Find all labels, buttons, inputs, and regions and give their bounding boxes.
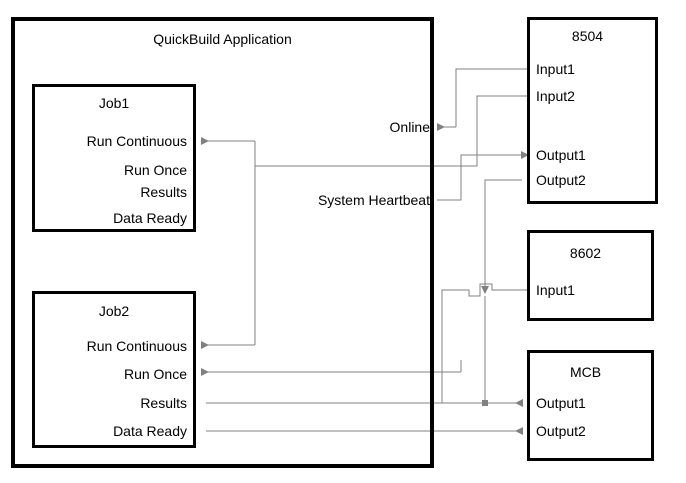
job1-port-results[interactable]: Results: [140, 184, 187, 200]
device-mcb-port-output2[interactable]: Output2: [536, 423, 586, 439]
job1-port-run-once[interactable]: Run Once: [123, 162, 187, 178]
device-8602-port-input1[interactable]: Input1: [536, 282, 575, 298]
wire-8504-output2-feed: [481, 179, 522, 294]
device-8504-title: 8504: [571, 28, 604, 44]
device-8504-port-output2[interactable]: Output2: [536, 172, 586, 188]
device-mcb-box: [527, 350, 654, 461]
job2-title: Job2: [98, 303, 130, 319]
signal-label-online[interactable]: Online: [389, 119, 430, 135]
job2-box: [32, 291, 196, 448]
job2-port-data-ready[interactable]: Data Ready: [113, 423, 187, 439]
page-title: QuickBuild Application: [153, 31, 292, 47]
job2-port-results[interactable]: Results: [140, 395, 187, 411]
device-mcb-title: MCB: [569, 364, 602, 380]
job2-port-run-once[interactable]: Run Once: [123, 366, 187, 382]
signal-label-system-heartbeat[interactable]: System Heartbeat: [317, 192, 430, 208]
wire-junction-dot: [482, 400, 488, 406]
device-mcb-port-output1[interactable]: Output1: [536, 395, 586, 411]
job1-title: Job1: [98, 95, 130, 111]
wire-8602-input1: [206, 283, 527, 404]
wire-system-heartbeat-to-8504-output1: [437, 151, 529, 201]
device-8504-port-input2[interactable]: Input2: [536, 88, 575, 104]
wire-8504-input1-to-online: [455, 68, 527, 127]
job1-box: [32, 84, 196, 232]
device-8504-box: [527, 17, 658, 204]
device-8602-title: 8602: [569, 245, 602, 261]
job2-port-run-continuous[interactable]: Run Continuous: [86, 338, 187, 354]
job1-port-run-continuous[interactable]: Run Continuous: [86, 133, 187, 149]
device-8504-port-input1[interactable]: Input1: [536, 61, 575, 77]
device-8504-port-output1[interactable]: Output1: [536, 147, 586, 163]
quickbuild-application-container: [11, 17, 434, 468]
device-8602-box: [527, 230, 654, 321]
job1-port-data-ready[interactable]: Data Ready: [113, 210, 187, 226]
